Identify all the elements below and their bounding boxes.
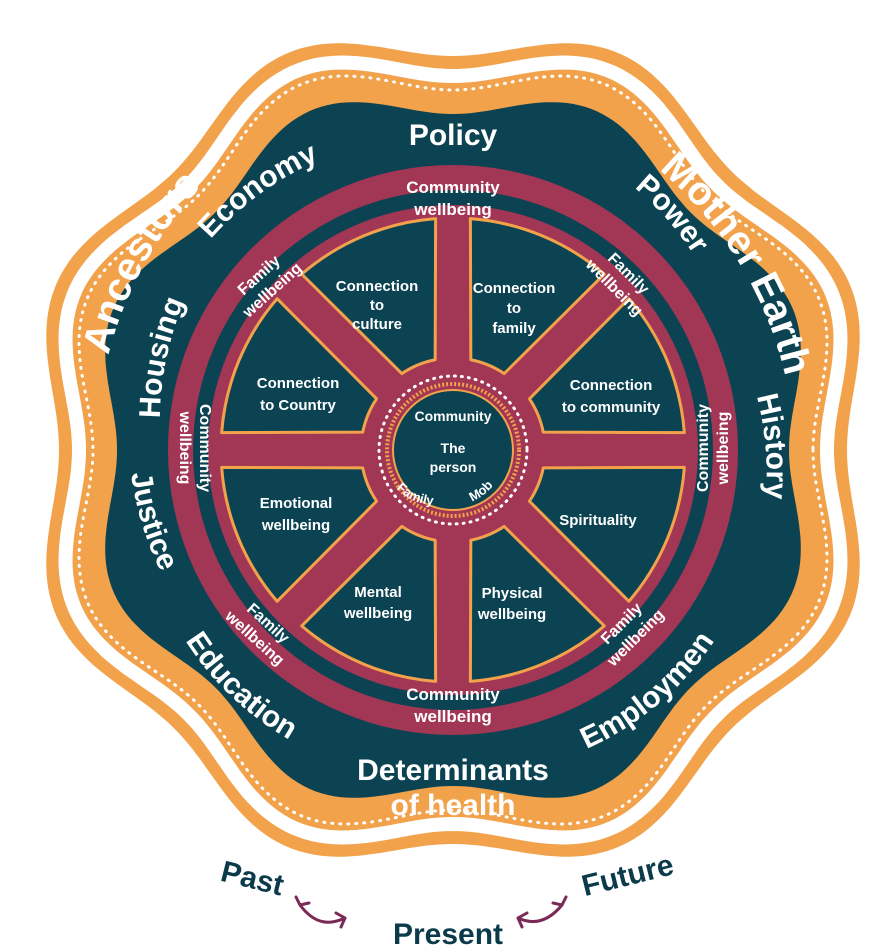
segment-shape-7 bbox=[220, 297, 379, 435]
center-community: Community bbox=[415, 408, 492, 424]
segment-emotional-wellbeing: Emotional wellbeing bbox=[260, 495, 333, 534]
community-wellbeing-bottom-2: wellbeing bbox=[413, 707, 491, 726]
outer-white-band bbox=[58, 55, 848, 845]
community-wellbeing-r-1: Community bbox=[695, 404, 712, 492]
seg-family-3: family bbox=[492, 320, 536, 337]
determinants-line1: Determinants bbox=[357, 754, 549, 787]
determinants-line2: of health bbox=[391, 789, 516, 822]
community-wellbeing-l-2: wellbeing bbox=[176, 411, 193, 485]
timeline-arrow-right-icon bbox=[516, 895, 568, 929]
community-wellbeing-top-1: Community bbox=[406, 178, 500, 197]
seg-physical-2: wellbeing bbox=[477, 606, 546, 623]
seg-family-2: to bbox=[507, 300, 521, 317]
center-beaded-ring bbox=[385, 382, 521, 518]
timeline-past: Past bbox=[218, 855, 287, 902]
seg-family-1: Connection bbox=[473, 280, 556, 297]
seg-emotional-2: wellbeing bbox=[261, 517, 330, 534]
seg-country-1: Connection bbox=[257, 375, 340, 392]
segment-spirituality: Spirituality bbox=[559, 512, 637, 529]
seg-mental-2: wellbeing bbox=[343, 605, 412, 622]
center-person-1: The bbox=[441, 440, 466, 456]
segment-connection-to-country: Connection to Country bbox=[257, 375, 340, 414]
community-wellbeing-top-2: wellbeing bbox=[413, 200, 491, 219]
timeline-present: Present bbox=[393, 918, 503, 951]
segment-shape-2 bbox=[527, 297, 686, 435]
community-wellbeing-right: Community wellbeing bbox=[695, 404, 732, 492]
policy-label: Policy bbox=[409, 119, 498, 152]
segment-connection-to-culture: Connection to culture bbox=[336, 278, 419, 333]
segment-mental-wellbeing: Mental wellbeing bbox=[343, 584, 412, 622]
seg-spirituality-1: Spirituality bbox=[559, 512, 637, 529]
center-disc bbox=[392, 389, 514, 511]
center-dotted-ring bbox=[377, 374, 529, 526]
seg-community-1: Connection bbox=[570, 377, 653, 394]
seg-country-2: to Country bbox=[260, 397, 336, 414]
segment-shape-6 bbox=[220, 465, 379, 603]
segment-connection-to-family: Connection to family bbox=[473, 280, 556, 337]
seg-community-2: to community bbox=[562, 399, 661, 416]
seg-culture-2: to bbox=[370, 297, 384, 314]
seg-physical-1: Physical bbox=[482, 585, 543, 602]
timeline-arrow-left-icon bbox=[294, 895, 347, 929]
segment-shape-5 bbox=[300, 524, 438, 683]
segment-physical-wellbeing: Physical wellbeing bbox=[477, 585, 546, 623]
community-wellbeing-l-1: Community bbox=[196, 404, 213, 492]
segment-shape-1 bbox=[468, 217, 606, 376]
segment-connection-to-community: Connection to community bbox=[562, 377, 661, 416]
seg-mental-1: Mental bbox=[354, 584, 402, 601]
segment-shape-3 bbox=[527, 465, 686, 603]
community-wellbeing-left: Community wellbeing bbox=[176, 404, 213, 492]
seg-culture-3: culture bbox=[352, 316, 402, 333]
segments-group bbox=[220, 217, 686, 683]
seg-culture-1: Connection bbox=[336, 278, 419, 295]
segment-shape-4 bbox=[468, 524, 606, 683]
center-person-2: person bbox=[430, 459, 477, 475]
segment-shape-0 bbox=[300, 217, 438, 376]
community-wellbeing-bottom-1: Community bbox=[406, 685, 500, 704]
community-wellbeing-r-2: wellbeing bbox=[715, 412, 732, 486]
timeline-future: Future bbox=[578, 848, 677, 903]
outer-dotted-line bbox=[77, 74, 829, 826]
seg-emotional-1: Emotional bbox=[260, 495, 333, 512]
